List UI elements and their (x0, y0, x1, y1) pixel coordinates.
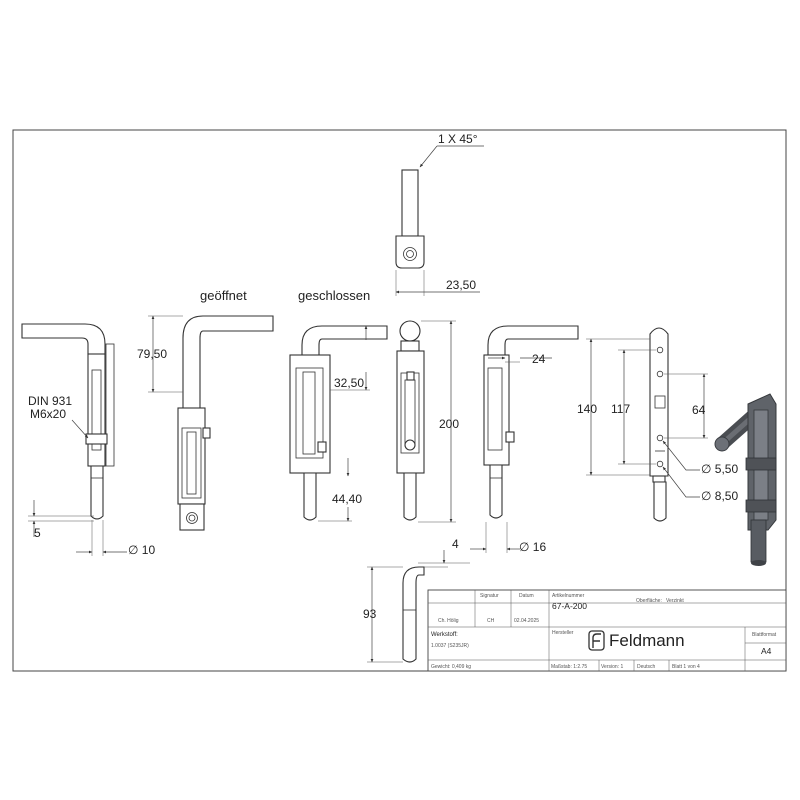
dim-5-label: 5 (34, 526, 41, 540)
tb-massstab: Maßstab: 1:2.75 (551, 664, 587, 670)
view-label-closed: geschlossen (298, 288, 370, 303)
tb-werkstoff-label: Werkstoff: (431, 632, 458, 638)
tb-header-signatur: Signatur (480, 593, 499, 599)
dim-diameter-10-label: ∅ 10 (128, 543, 155, 557)
dim-23-50 (395, 270, 480, 296)
dim-93-label: 93 (363, 607, 377, 621)
tb-author: Ch. Hölig (438, 618, 459, 624)
dim-23-50-label: 23,50 (446, 278, 476, 292)
dim-5 (28, 500, 94, 537)
tb-hersteller-label: Hersteller (552, 630, 574, 636)
tb-version: Version: 1 (601, 664, 623, 670)
dim-117 (618, 349, 656, 465)
tb-oberflaeche-value: Verzinkt (666, 598, 684, 604)
tb-blatt: Blatt 1 von 4 (672, 664, 700, 670)
screw-leader (71, 419, 89, 439)
dim-200 (418, 320, 456, 523)
dim-200-label: 200 (439, 417, 459, 431)
tb-signature: CH (487, 618, 495, 624)
title-block (427, 589, 787, 672)
dia-8-50-label: ∅ 8,50 (701, 489, 738, 503)
tb-header-datum: Datum (519, 593, 534, 599)
view-label-open: geöffnet (200, 288, 247, 303)
tb-date: 02.04.2025 (514, 618, 539, 624)
view-bottom-end (402, 566, 425, 663)
screw-callout-size: M6x20 (30, 407, 66, 421)
dia-5-50-leader (662, 440, 700, 471)
tb-header-artikelnummer: Artikelnummer (552, 593, 585, 599)
tb-gewicht: Gewicht: 0,409 kg (431, 664, 471, 670)
chamfer-leader (419, 145, 438, 168)
sheet-frame (12, 129, 787, 672)
screw-callout-din: DIN 931 (28, 394, 72, 408)
dim-diameter-10 (76, 520, 127, 556)
dia-8-50-leader (662, 466, 700, 498)
dim-64 (664, 373, 708, 439)
dia-5-50-label: ∅ 5,50 (701, 462, 738, 476)
dim-140-label: 140 (577, 402, 597, 416)
isometric-render (714, 393, 777, 566)
tb-sprache: Deutsch (637, 664, 656, 670)
tb-werkstoff-value: 1.0037 (S235JR) (431, 643, 469, 649)
dim-24 (488, 356, 552, 363)
dim-44-40-label: 44,40 (332, 492, 362, 506)
view-open-front (177, 315, 274, 531)
tb-blattformat-label: Blattformat (752, 632, 777, 638)
dim-117-label: 117 (611, 402, 630, 416)
dim-diameter-16-label: ∅ 16 (519, 540, 546, 554)
dim-79-50-label: 79,50 (137, 347, 167, 361)
dim-93 (367, 566, 403, 663)
tb-brand-name: Feldmann (609, 631, 685, 650)
dim-24-label: 24 (532, 352, 546, 366)
chamfer-callout: 1 X 45° (438, 132, 478, 146)
dim-79-50 (148, 315, 183, 393)
dim-64-label: 64 (692, 403, 706, 417)
dim-140 (586, 338, 650, 476)
view-closed-side-2 (483, 325, 579, 519)
view-open-left (21, 323, 115, 520)
view-closed-front (396, 320, 425, 521)
dim-44-40 (318, 458, 352, 522)
dim-32-50-label: 32,50 (334, 376, 364, 390)
dim-32-50 (330, 325, 370, 391)
dim-diameter-16 (470, 522, 520, 553)
feldmann-logo-icon (588, 630, 605, 651)
dim-4-label: 4 (452, 537, 459, 551)
view-mounting-plate (649, 327, 669, 522)
tb-article-number: 67-A-200 (552, 601, 587, 611)
tb-header-oberflaeche: Oberfläche: (636, 598, 662, 604)
dim-4 (418, 550, 470, 568)
view-top-detail (395, 169, 425, 269)
view-closed-side (289, 325, 388, 521)
tb-blattformat-value: A4 (761, 646, 772, 656)
